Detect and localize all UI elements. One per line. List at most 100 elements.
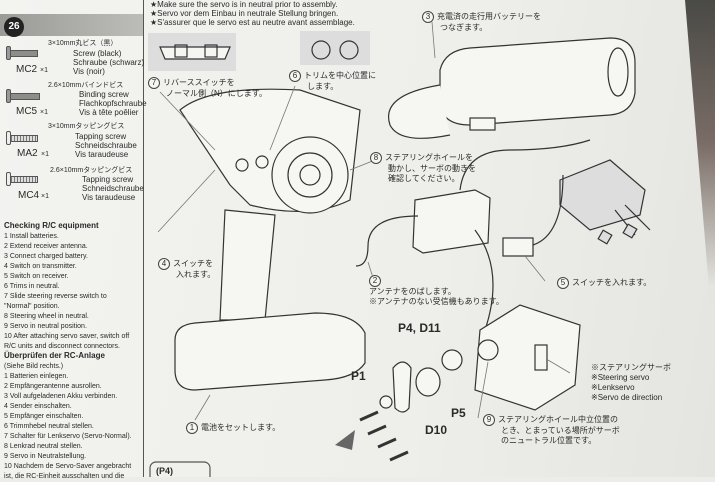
checklist-item: (Siehe Bild rechts.) xyxy=(4,363,64,370)
checklist-item: 5 Switch on receiver. xyxy=(4,273,69,280)
checklist-item: 8 Lenkrad neutral stellen. xyxy=(4,443,83,450)
step-badge: 5 xyxy=(557,277,569,289)
part-label-d10: D10 xyxy=(425,423,448,437)
battery-pack-drawing xyxy=(388,37,636,139)
note: ★Make sure the servo is in neutral prior… xyxy=(150,0,338,9)
part-name-en: Tapping screw xyxy=(75,132,127,141)
part-label-p4-inset: (P4) xyxy=(156,466,174,476)
checklist-item: 9 Servo in neutral position. xyxy=(4,323,87,330)
callout-text: ノーマル側（N）にします。 xyxy=(166,89,267,98)
arrow-icon xyxy=(335,430,355,450)
callout-text: リバーススイッチを xyxy=(163,78,235,87)
part-qty: ×1 xyxy=(40,109,48,116)
part-name-fr: Vis à tête poêlier xyxy=(79,108,139,117)
checklist-item: 3 Connect charged battery. xyxy=(4,253,88,260)
callout-text: のニュートラル位置です。 xyxy=(501,436,597,445)
servo-label-en: ※Steering servo xyxy=(591,373,650,382)
checklist-item: 3 Voll aufgeladenen Akku verbinden. xyxy=(4,393,118,400)
part-name-de: Schraube (schwarz) xyxy=(73,58,145,67)
part-code: MC2 xyxy=(16,64,38,75)
part-label-p4-d11: P4, D11 xyxy=(398,321,441,335)
servo-label: ※ステアリングサーボ ※Steering servo ※Lenkservo ※S… xyxy=(591,363,671,403)
switch-drawing xyxy=(502,237,534,257)
step-badge: 2 xyxy=(369,275,381,287)
callout-text: ステアリングホイール中立位置の xyxy=(498,415,618,424)
servo-label-jp: ※ステアリングサーボ xyxy=(591,363,671,372)
screw-head-icon xyxy=(6,89,11,103)
part-name-fr: Vis (noir) xyxy=(73,67,105,76)
screw-head-icon xyxy=(6,172,11,186)
step-badge: 4 xyxy=(158,258,170,270)
checklist-item: 8 Steering wheel in neutral. xyxy=(4,313,89,320)
step-badge: 1 xyxy=(186,422,198,434)
callout-text: ステアリングホイールを xyxy=(385,153,473,162)
checklist-item: 7 Schalter für Lenkservo (Servo-Normal). xyxy=(4,433,132,440)
step-badge: 6 xyxy=(289,70,301,82)
part-name-en: Binding screw xyxy=(79,90,129,99)
step-badge: 7 xyxy=(148,77,160,89)
part-qty: ×1 xyxy=(41,193,49,200)
checklist-item: 2 Empfängerantenne ausrollen. xyxy=(4,383,102,390)
callout-text: アンテナをのばします。 xyxy=(369,287,456,296)
checklist-item: 5 Empfänger einschalten. xyxy=(4,413,84,420)
callout-text: スイッチを入れます。 xyxy=(572,278,652,287)
speed-controller-drawing xyxy=(559,159,651,245)
checklist-item: 6 Trimmhebel neutral stellen. xyxy=(4,423,94,430)
checklist-item: 4 Sender einschalten. xyxy=(4,403,72,410)
note: ★S'assurer que le servo est au neutre av… xyxy=(150,18,355,27)
callout-text: スイッチを xyxy=(173,259,213,268)
checklist-item: R/C units and disconnect connectors. xyxy=(4,343,120,350)
part-code: MC5 xyxy=(16,106,38,117)
step-badge: 9 xyxy=(483,414,495,426)
part-name-fr: Vis taraudeuse xyxy=(82,193,136,202)
callout-text: 確認してください。 xyxy=(388,174,460,183)
part-name-en: Screw (black) xyxy=(73,49,122,58)
callout-text: ※アンテナのない受信機もあります。 xyxy=(369,297,504,306)
servo-label-fr: ※Servo de direction xyxy=(591,393,663,402)
transmitter-drawing xyxy=(174,88,366,391)
checklist-item: 1 Install batteries. xyxy=(4,233,59,240)
column-divider xyxy=(143,0,144,477)
checklist-item: 6 Trims in neutral. xyxy=(4,283,60,290)
checklist-item: 2 Extend receiver antenna. xyxy=(4,243,88,250)
part-size: 2.6×10mmタッピングビス xyxy=(50,167,133,174)
part-size: 3×10mmタッピングビス xyxy=(48,123,125,130)
callout-text: 電池をセットします。 xyxy=(201,423,281,432)
callout-text: します。 xyxy=(307,82,339,91)
part-code: MA2 xyxy=(17,148,38,159)
servo-saver-parts xyxy=(359,349,463,462)
step-number: 26 xyxy=(4,17,24,37)
checklist-title: Überprüfen der RC-Anlage xyxy=(4,351,105,360)
part-label-p5: P5 xyxy=(451,406,466,420)
step-badge: 3 xyxy=(422,11,434,23)
checklist-item: 10 After attaching servo saver, switch o… xyxy=(4,333,130,340)
part-size: 3×10mm丸ビス（黒） xyxy=(48,40,118,47)
checklist-item: 4 Switch on transmitter. xyxy=(4,263,77,270)
callout-text: 充電済の走行用バッテリーを xyxy=(437,12,541,21)
step-header-band xyxy=(0,14,143,36)
servo-drawing xyxy=(474,304,581,411)
callout-text: とき、とまっている場所がサーボ xyxy=(501,426,620,435)
step-badge: 8 xyxy=(370,152,382,164)
part-name-de: Flachkopfschraube xyxy=(79,99,147,108)
part-name-de: Schneidschraube xyxy=(82,184,144,193)
callout-text: 入れます。 xyxy=(176,270,216,279)
screw-head-icon xyxy=(6,46,11,60)
assembly-notes: ★Make sure the servo is in neutral prior… xyxy=(150,0,355,27)
trim-inset xyxy=(300,31,370,65)
note: ★Servo vor dem Einbau in neutrale Stellu… xyxy=(150,9,339,18)
callout-text: 動かし、サーボの動きを xyxy=(388,164,476,173)
part-size: 2.6×10mmバインドビス xyxy=(48,82,124,89)
checklist-title: Checking R/C equipment xyxy=(4,221,99,230)
checklist-item: 10 Nachdem de Servo-Saver angebracht xyxy=(4,463,132,470)
checklist-item: 9 Servo in Neutralstellung. xyxy=(4,453,87,460)
